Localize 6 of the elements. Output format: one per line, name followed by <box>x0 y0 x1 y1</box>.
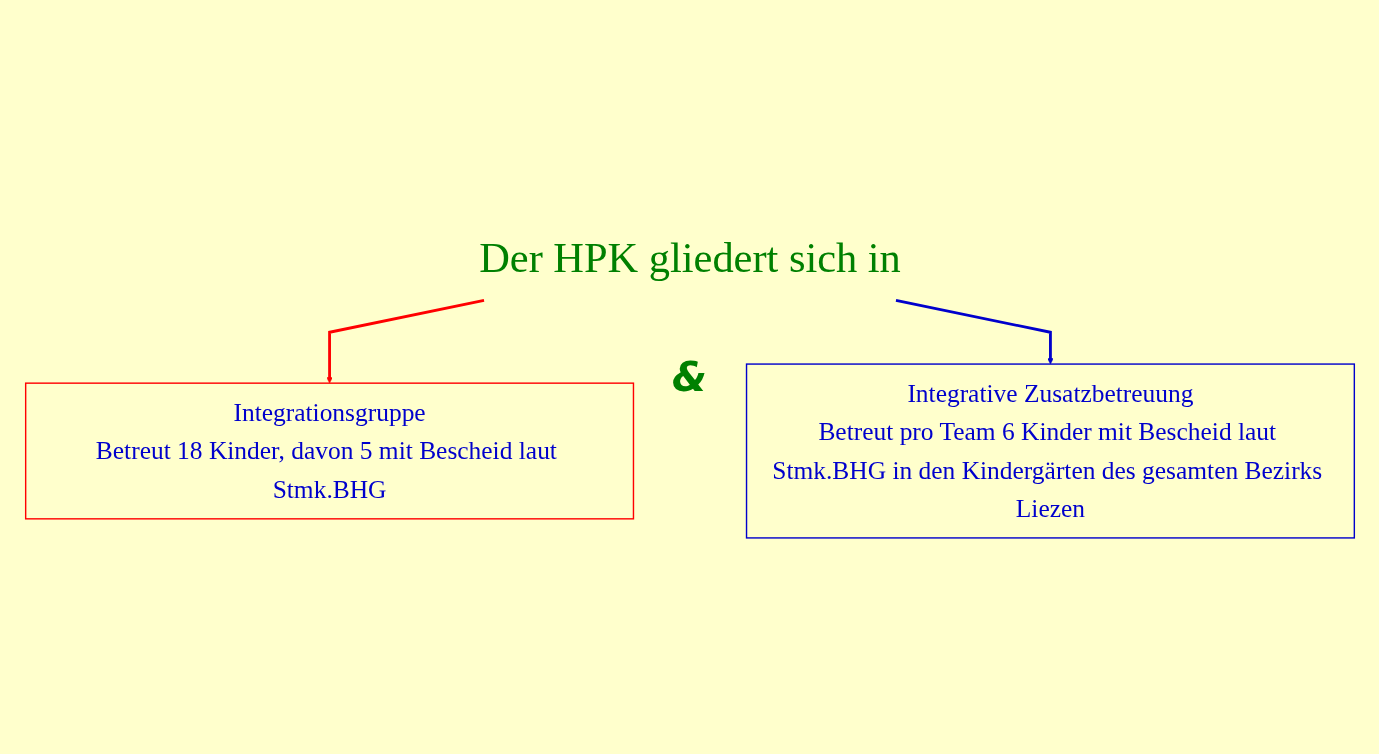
node-box: Integrationsgruppe Betreut 18 Kinder, davon 5 mit Bescheid laut Stmk.BHG <box>24 382 634 520</box>
ampersand-text: & <box>672 354 707 400</box>
node-text: Der HPK gliedert sich in <box>478 234 901 282</box>
node-box: Integrative Zusatzbetreuung Betreut pro Team 6 Kinder mit Bescheid laut Stmk.BHG in den Kindergärten des gesamten Bezirks Liezen <box>745 363 1355 539</box>
arrow <box>895 299 1054 365</box>
arrow <box>325 299 484 384</box>
